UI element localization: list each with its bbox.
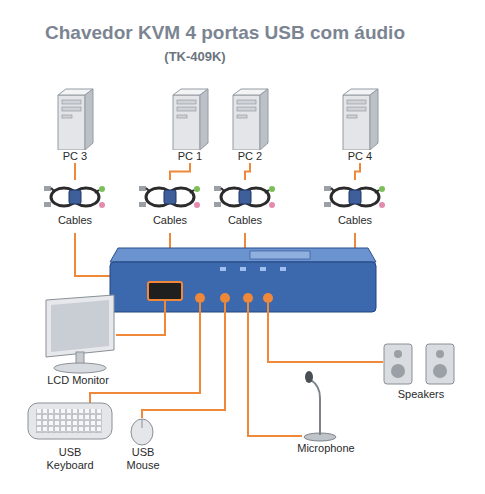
cable-set bbox=[139, 186, 200, 208]
keyboard-body bbox=[28, 403, 112, 439]
speaker-cone bbox=[391, 364, 405, 378]
node-label: PC 1 bbox=[163, 150, 217, 163]
speaker bbox=[384, 344, 412, 384]
speaker-cone bbox=[433, 364, 447, 378]
port bbox=[220, 293, 230, 303]
speaker-cone bbox=[394, 350, 402, 358]
pc-node: PC 2 bbox=[223, 88, 277, 163]
cable-set bbox=[44, 186, 385, 208]
pc-node: PC 4 bbox=[333, 88, 387, 163]
cable-node: Cables bbox=[40, 180, 110, 227]
monitor-screen bbox=[51, 300, 109, 352]
keyboard-keys bbox=[36, 409, 102, 433]
pc-node: PC 1 bbox=[163, 88, 217, 163]
pc-tower bbox=[343, 89, 378, 150]
pc-node: PC 3 bbox=[48, 88, 102, 163]
mic-head bbox=[305, 371, 313, 383]
title: Chavedor KVM 4 portas USB com áudio bbox=[45, 22, 405, 44]
wire bbox=[75, 233, 110, 276]
port bbox=[243, 293, 253, 303]
wire bbox=[142, 303, 225, 418]
cable-wire bbox=[355, 163, 360, 180]
pc-tower bbox=[58, 89, 93, 150]
node-label: Microphone bbox=[286, 442, 366, 455]
kvm-top bbox=[110, 248, 376, 262]
pc-tower bbox=[173, 89, 208, 150]
speakers-icon bbox=[384, 344, 454, 384]
port bbox=[195, 293, 205, 303]
device-node: USB Keyboard bbox=[20, 396, 120, 472]
kvm-button bbox=[220, 267, 226, 271]
wire bbox=[244, 233, 246, 250]
device-node: Microphone bbox=[286, 366, 366, 455]
cable-node: Cables bbox=[320, 180, 390, 227]
port bbox=[263, 293, 273, 303]
mouse-button bbox=[142, 419, 143, 428]
monitor-frame bbox=[46, 295, 114, 357]
model-label: (TK-409K) bbox=[145, 49, 245, 64]
node-label: Speakers bbox=[370, 388, 472, 401]
kvm-switch bbox=[110, 248, 376, 312]
pc-tower bbox=[233, 89, 268, 150]
cable-set bbox=[44, 186, 105, 208]
node-label: Cables bbox=[40, 214, 110, 227]
node-label: LCD Monitor bbox=[28, 374, 128, 387]
wire bbox=[248, 303, 302, 436]
cable-node: Cables bbox=[210, 180, 280, 227]
mouse-icon bbox=[131, 419, 153, 445]
monitor-icon bbox=[46, 295, 114, 373]
speaker bbox=[426, 344, 454, 384]
device-node: USB Mouse bbox=[118, 416, 168, 472]
mic-stand bbox=[311, 380, 320, 435]
node-label: USB Mouse bbox=[123, 446, 163, 472]
keyboard-icon bbox=[28, 403, 112, 439]
device-node: LCD Monitor bbox=[28, 292, 128, 387]
pc-tower bbox=[58, 89, 378, 150]
monitor-base bbox=[54, 363, 106, 373]
kvm-button bbox=[240, 267, 246, 271]
kvm-panel bbox=[250, 251, 310, 259]
node-label: PC 4 bbox=[333, 150, 387, 163]
node-label: USB Keyboard bbox=[40, 446, 100, 472]
wire bbox=[90, 300, 383, 436]
wire bbox=[169, 233, 171, 250]
node-label: Cables bbox=[210, 214, 280, 227]
node-label: PC 3 bbox=[48, 150, 102, 163]
kvm-button bbox=[260, 267, 266, 271]
cable-wire bbox=[245, 163, 250, 180]
node-label: Cables bbox=[135, 214, 205, 227]
vga-port bbox=[148, 282, 182, 300]
kvm-front bbox=[110, 262, 376, 312]
node-label: PC 2 bbox=[223, 150, 277, 163]
node-label: Cables bbox=[320, 214, 390, 227]
cable-node: Cables bbox=[135, 180, 205, 227]
wire bbox=[268, 303, 383, 362]
device-node: Speakers bbox=[370, 338, 472, 401]
cable-wire bbox=[170, 163, 190, 180]
speaker-cone bbox=[436, 350, 444, 358]
cable-wire bbox=[74, 163, 76, 180]
cable-set bbox=[324, 186, 385, 208]
kvm-button bbox=[280, 267, 286, 271]
mouse-body bbox=[131, 419, 153, 445]
wire bbox=[116, 300, 165, 335]
cable-set bbox=[214, 186, 275, 208]
microphone-icon bbox=[304, 371, 336, 441]
